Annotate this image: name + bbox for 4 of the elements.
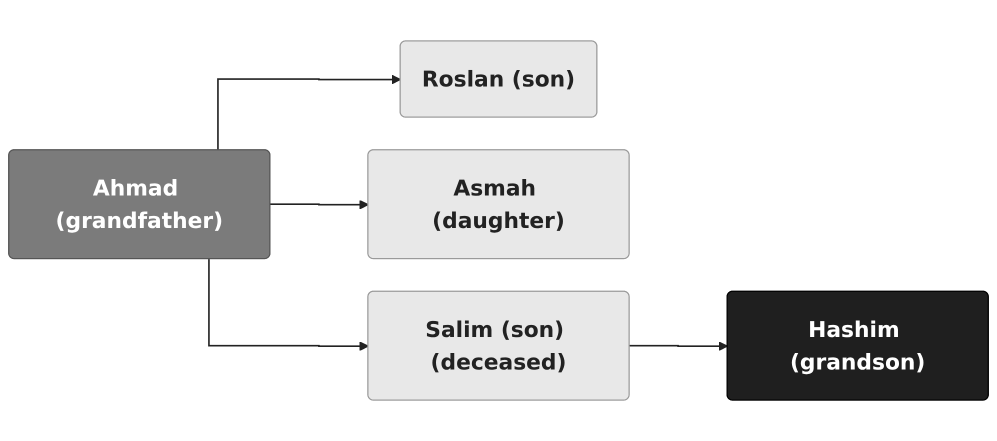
arrow (628, 341, 728, 351)
arrow (208, 259, 369, 351)
arrow (270, 200, 369, 210)
arrow (217, 74, 402, 150)
